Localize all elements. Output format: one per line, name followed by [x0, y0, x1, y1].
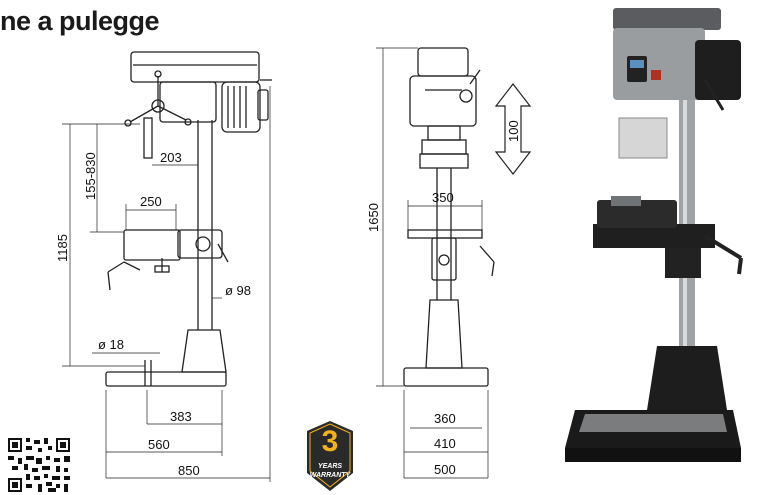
dim-table-width: 250 [140, 194, 162, 209]
shield-icon [307, 421, 353, 491]
dim-360: 360 [434, 411, 456, 426]
technical-drawing [62, 47, 532, 482]
dim-quill-stroke: 100 [506, 120, 521, 142]
dim-850: 850 [178, 463, 200, 478]
dim-column-diameter: ø 98 [225, 283, 252, 298]
dim-383: 383 [170, 409, 192, 424]
dim-height-1650: 1650 [366, 203, 381, 232]
drill-press-photo [565, 8, 743, 462]
warranty-badge: 3 YEARS WARRANTY [307, 421, 353, 491]
dim-slot-diameter: ø 18 [98, 337, 125, 352]
qr-code-icon[interactable] [8, 438, 70, 492]
dim-350: 350 [432, 190, 454, 205]
dim-throat: 203 [160, 150, 182, 165]
warranty-years-label: YEARS [317, 463, 343, 470]
dim-560: 560 [148, 437, 170, 452]
page-title: ne a pulegge [0, 6, 160, 36]
dim-410: 410 [434, 436, 456, 451]
dim-500: 500 [434, 462, 456, 477]
warranty-years-number: 3 [321, 425, 339, 458]
dim-stroke-range: 155-830 [83, 152, 98, 200]
dim-height-1185: 1185 [55, 234, 70, 262]
warranty-label: WARRANTY [309, 472, 351, 479]
